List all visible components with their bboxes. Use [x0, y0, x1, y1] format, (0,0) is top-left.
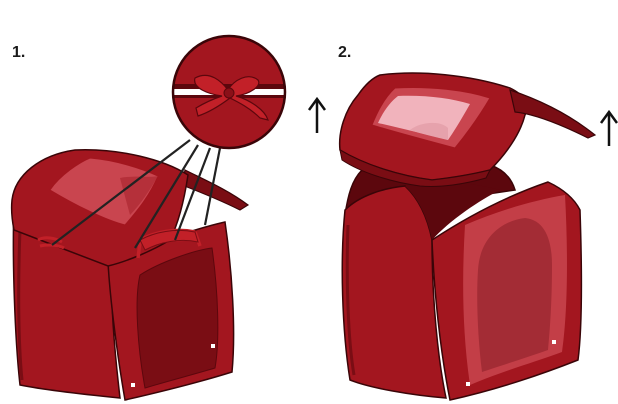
grommet	[552, 340, 556, 344]
tent-1-window	[136, 247, 219, 389]
grommet	[466, 382, 470, 386]
grommet	[211, 344, 215, 348]
callout-lines	[51, 139, 222, 249]
step-2-tent	[338, 72, 597, 401]
step-1-label: 1.	[12, 44, 26, 61]
step-2-label: 2.	[338, 44, 352, 61]
up-arrow-icon	[307, 96, 327, 133]
up-arrow-icon	[599, 109, 618, 146]
tent-2-left-panel	[341, 185, 447, 399]
magnifier-circle-icon	[171, 34, 287, 150]
grommet	[131, 383, 135, 387]
